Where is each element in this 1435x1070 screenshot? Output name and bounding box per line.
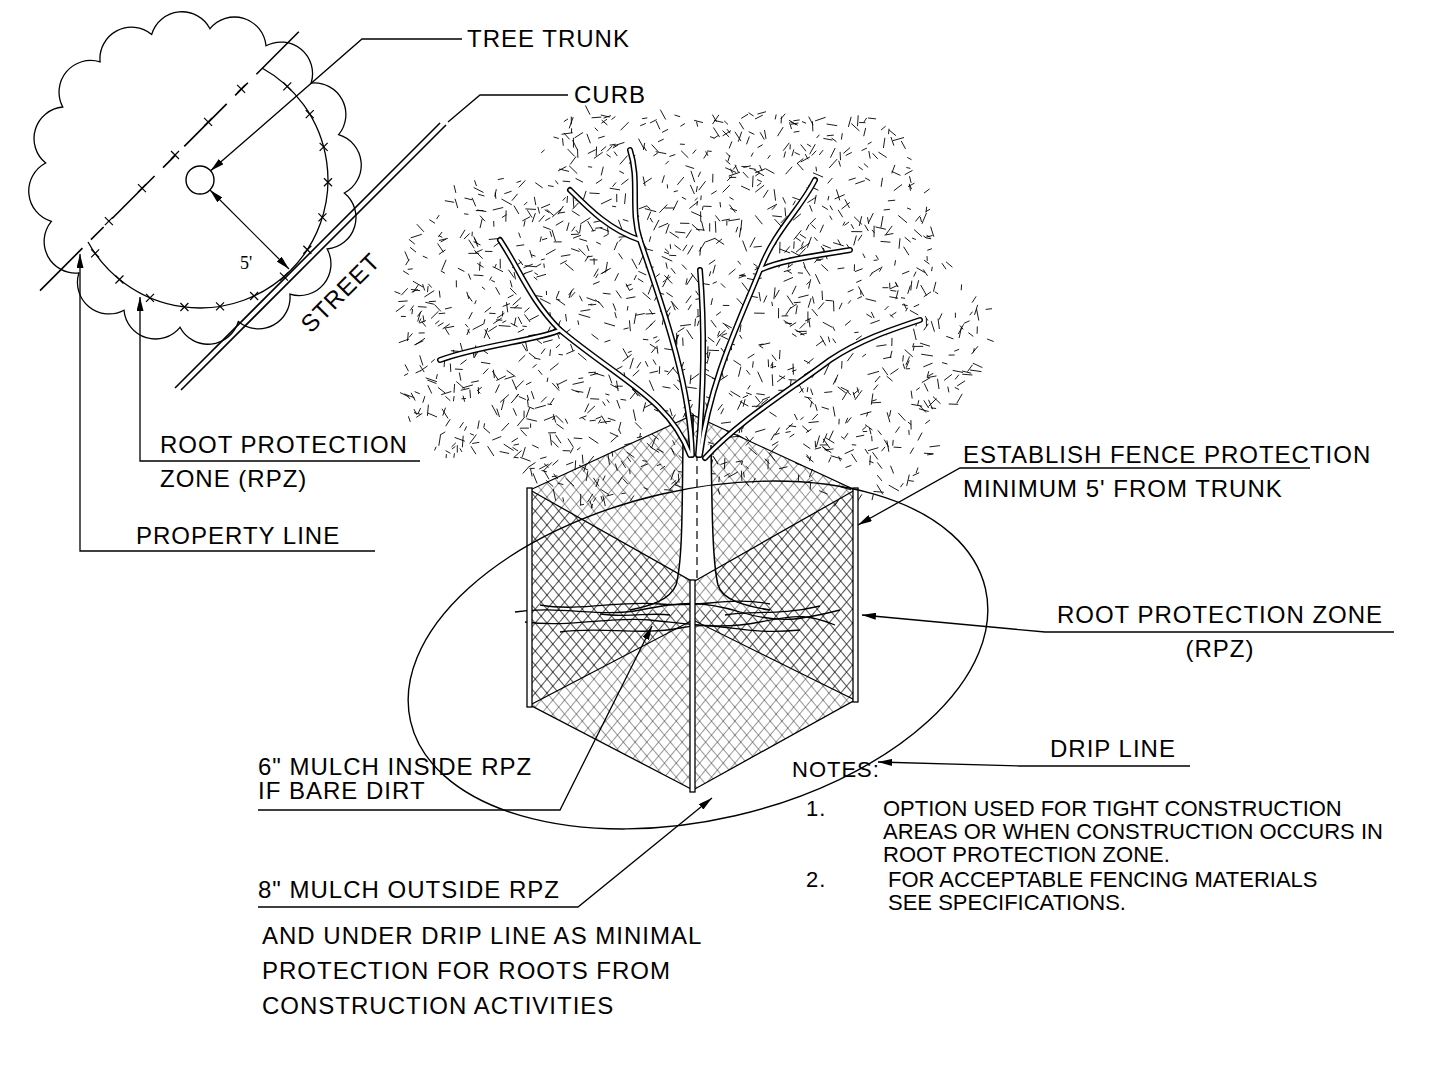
fence-post [527,488,532,707]
dimension-label: 5' [240,252,252,274]
fence-mark [146,294,154,302]
tree-canopy [395,106,994,509]
branch-fill [698,270,703,455]
branch-outline [500,240,690,455]
canopy-outline [29,12,361,344]
back-post [696,440,697,582]
fence-mark [171,151,179,159]
fence-mark [115,275,123,283]
branch-fill [630,150,692,455]
fence-mark [250,292,258,300]
fence-panel [693,490,855,790]
callout-label: ESTABLISH FENCE PROTECTION MINIMUM 5' FR… [963,438,1403,506]
note-number: 2. [806,868,826,891]
leader-line [258,798,712,907]
property-line [40,26,305,291]
leader-line [211,39,462,171]
branch-fill [760,250,850,270]
leader-line [448,95,568,122]
fence-panel [530,490,693,790]
root-protection-arc [88,68,328,308]
fence-mark [324,178,332,186]
branch-outline [570,190,640,240]
plan-view [29,12,446,390]
curb-line [175,123,440,388]
fence-mark [280,273,288,281]
branch-outline [698,270,703,455]
note-text: FOR ACCEPTABLE FENCING MATERIALS SEE SPE… [888,868,1358,914]
fence-mark [237,85,245,93]
street-label: STREET [294,247,386,339]
fence-mark [283,82,291,90]
callout-label: DRIP LINE [1050,734,1176,763]
branch-outline [440,330,560,360]
branch-outline [760,250,850,270]
fence-mark [306,110,314,118]
callout-label: ROOT PROTECTION ZONE (RPZ) [160,428,430,496]
fence-marks [91,82,332,311]
fence-mark [91,249,99,257]
branch-fill [500,240,690,455]
fence-mark [204,118,212,126]
leader-line [258,626,652,810]
tree-trunk-symbol [186,166,214,194]
fence-panel [530,490,693,790]
leaf-strokes [395,106,994,509]
callout-label: TREE TRUNK [467,24,630,53]
callout-label: CURB [574,80,646,109]
curb-line [181,125,446,390]
callout-label: PROPERTY LINE [136,521,340,550]
branch-fill [570,190,640,240]
fence-mark [105,217,113,225]
note-text: OPTION USED FOR TIGHT CONSTRUCTION AREAS… [883,797,1413,866]
callout-label: AND UNDER DRIP LINE AS MINIMAL PROTECTIO… [262,918,772,1023]
callout-label: ROOT PROTECTION ZONE (RPZ) [1045,598,1395,666]
tree-branches [440,150,920,458]
leader-lines [80,39,1394,907]
notes-heading: NOTES: [792,755,880,784]
fence-mark [320,143,328,151]
fence-mark [180,303,188,311]
fence-post [690,580,695,792]
branch-fill [440,330,560,360]
fence-front [527,488,858,792]
fence-panel [693,490,855,790]
callout-label: 6" MULCH INSIDE RPZ IF BARE DIRT [258,755,548,803]
leader-line [878,762,1190,766]
branch-outline [705,320,920,458]
note-number: 1. [806,797,826,820]
fence-mark [318,213,326,221]
fence-mark [216,302,224,310]
callout-label: 8" MULCH OUTSIDE RPZ [258,875,560,904]
fence-mark [138,184,146,192]
branch-fill [705,320,920,458]
fence-post [853,488,858,702]
fence-mark [303,246,311,254]
